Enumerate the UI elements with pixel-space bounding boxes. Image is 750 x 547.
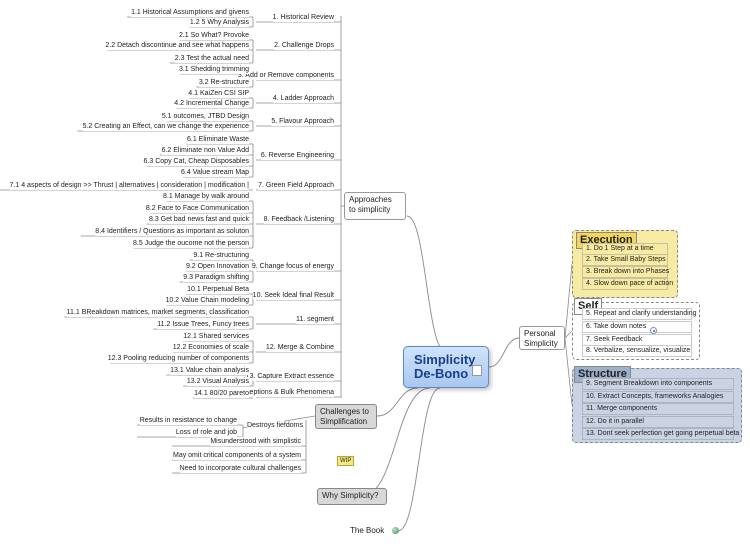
approaches-title-line1: Approaches <box>349 195 392 204</box>
group-item-execution-3[interactable]: 3. Break down into Phases <box>582 266 669 278</box>
approach-6-item-4[interactable]: 6.4 Value stream Map <box>181 168 249 177</box>
approaches-topic[interactable]: Approaches to simplicity <box>344 192 406 220</box>
approach-12-item-2[interactable]: 12.2 Economies of scale <box>172 343 249 352</box>
approach-branch-8[interactable]: 8. Feedback /Listening <box>263 215 334 224</box>
approach-9-item-3[interactable]: 9.3 Paradigm shifting <box>183 273 249 282</box>
approach-12-item-1[interactable]: 12.1 Shared services <box>183 332 249 341</box>
approach-branch-9[interactable]: 9. Change focus of energy <box>251 262 334 271</box>
center-to-personal <box>488 337 520 368</box>
approach-branch-11[interactable]: 11. segment <box>295 315 334 324</box>
destroys-item-2[interactable]: Loss of role and job <box>175 428 237 437</box>
approach-2-item-2[interactable]: 2.2 Detach discontinue and see what happ… <box>105 41 249 50</box>
approach-branch-1[interactable]: 1. Historical Review <box>272 13 334 22</box>
approach-11-item-1[interactable]: 11.1 BReakdown matrices, market segments… <box>66 308 249 317</box>
group-item-self-1[interactable]: 5. Repeat and clarify understanding <box>582 308 697 320</box>
approach-12-item-3[interactable]: 12.3 Pooling reducing number of componen… <box>107 354 249 363</box>
approach-14-item-1[interactable]: 14.1 80/20 pareto <box>194 389 249 398</box>
personal-title-line1: Personal <box>524 329 556 338</box>
the-book-label: The Book <box>350 526 385 535</box>
group-item-execution-4[interactable]: 4. Slow down pace of action <box>582 278 673 290</box>
why-simplicity-label: Why Simplicity? <box>322 491 379 500</box>
approach-branch-13[interactable]: 13. Capture Extract essence <box>245 372 334 381</box>
approach-5-item-1[interactable]: 5.1 outcomes, JTBD Design <box>161 112 249 121</box>
group-item-execution-2[interactable]: 2. Take Small Baby Steps <box>582 254 668 266</box>
center-to-approaches <box>406 215 447 353</box>
approach-branch-6[interactable]: 6. Reverse Engineering <box>260 151 334 160</box>
center-to-challenges <box>376 387 419 417</box>
center-to-book <box>397 387 441 532</box>
approach-branch-7[interactable]: 7. Green Field Approach <box>258 181 334 190</box>
personal-link-self <box>564 330 573 339</box>
link-icon[interactable] <box>392 527 399 534</box>
approach-1-item-2[interactable]: 1.2 5 Why Analysis <box>189 18 249 27</box>
approaches-title-line2: to simplicity <box>349 205 391 214</box>
approach-branch-14[interactable]: 14. Exceptions & Bulk Phenomena <box>226 388 334 397</box>
approach-10-item-2[interactable]: 10.2 Value Chain modeling <box>165 296 249 305</box>
group-item-structure-5[interactable]: 13. Dont seek perfection get going perpe… <box>582 428 739 440</box>
approach-8-item-1[interactable]: 8.1 Manage by walk around <box>163 192 249 201</box>
approach-2-item-1[interactable]: 2.1 So What? Provoke <box>178 31 249 40</box>
approach-8-item-4[interactable]: 8.4 Identifiers / Questions as important… <box>95 227 249 236</box>
approach-10-item-1[interactable]: 10.1 Perpetual Beta <box>187 285 249 294</box>
approach-8-item-3[interactable]: 8.3 Get bad news fast and quick <box>148 215 249 224</box>
approach-9-item-1[interactable]: 9.1 Re-structuring <box>193 251 249 260</box>
challenges-title-line2: Simplification <box>320 417 368 426</box>
approach-5-item-2[interactable]: 5.2 Creating an Effect, can we change th… <box>82 122 249 131</box>
approach-4-item-1[interactable]: 4.1 KaiZen CSI SIP <box>188 89 249 98</box>
wip-badge: WIP <box>337 456 355 466</box>
approach-6-item-2[interactable]: 6.2 Eliminate non Value Add <box>161 146 249 155</box>
central-topic-line1: Simplicity <box>414 352 476 367</box>
approach-6-item-1[interactable]: 6.1 Eliminate Waste <box>187 135 249 144</box>
challenges-title-line1: Challenges to <box>320 407 369 416</box>
group-item-self-2[interactable]: 6. Take down notes <box>582 321 692 333</box>
central-topic-line2: De-Bono <box>414 366 469 381</box>
approach-9-item-2[interactable]: 9.2 Open Innovation <box>185 262 249 271</box>
personal-link-execution <box>564 263 573 339</box>
challenge-item-2[interactable]: May omit critical components of a system <box>173 451 301 460</box>
group-item-structure-1[interactable]: 9. Segment Breakdown into components <box>582 378 734 390</box>
approach-branch-2[interactable]: 2. Challenge Drops <box>274 41 334 50</box>
group-item-structure-2[interactable]: 10. Extract Concepts, frameworks Analogi… <box>582 391 734 403</box>
why-simplicity-topic[interactable]: Why Simplicity? <box>317 488 387 505</box>
approach-3-item-2[interactable]: 3.2 Re-structure <box>198 78 249 87</box>
note-marker-icon[interactable] <box>650 327 657 334</box>
challenge-item-3[interactable]: Need to incorporate cultural challenges <box>179 464 301 473</box>
destroys-fiefdoms[interactable]: Destroys fiefdoms <box>246 421 303 430</box>
approach-8-item-2[interactable]: 8.2 Face to Face Communication <box>145 204 249 213</box>
group-item-self-4[interactable]: 8. Verbalize, sensualize, visualize <box>582 345 692 357</box>
group-item-structure-4[interactable]: 12. Do it in parallel <box>582 416 734 428</box>
personal-title-line2: Simplicity <box>524 339 558 348</box>
approach-6-item-3[interactable]: 6.3 Copy Cat, Cheap Disposables <box>143 157 249 166</box>
personal-link-structure <box>564 337 573 406</box>
approach-3-item-1[interactable]: 3.1 Shedding trimming <box>178 65 249 74</box>
approach-11-item-2[interactable]: 11.2 Issue Trees, Funcy trees <box>157 320 249 329</box>
approach-branch-3[interactable]: 3. Add or Remove components <box>237 71 334 80</box>
approach-branch-4[interactable]: 4. Ladder Approach <box>272 94 334 103</box>
approach-7-item-1[interactable]: 7.1 4 aspects of design >> Thrust | alte… <box>9 181 249 190</box>
note-icon[interactable] <box>472 365 482 376</box>
approach-branch-5[interactable]: 5. Flavour Approach <box>271 117 334 126</box>
personal-simplicity-topic[interactable]: Personal Simplicity <box>519 326 565 350</box>
challenges-topic[interactable]: Challenges to Simplification <box>315 404 377 429</box>
approach-2-item-3[interactable]: 2.3 Test the actual need <box>174 54 249 63</box>
the-book-topic[interactable]: The Book <box>350 526 385 536</box>
central-topic[interactable]: Simplicity De-Bono <box>403 346 489 388</box>
approach-branch-12[interactable]: 12. Merge & Combine <box>265 343 334 352</box>
approach-13-item-1[interactable]: 13.1 Value chain analysis <box>170 366 249 375</box>
approach-branch-10[interactable]: 10. Seek Ideal final Result <box>252 291 334 300</box>
approach-4-item-2[interactable]: 4.2 Incremental Change <box>174 99 249 108</box>
group-item-structure-3[interactable]: 11. Merge components <box>582 403 734 415</box>
approach-13-item-2[interactable]: 13.2 Visual Analysis <box>186 377 249 386</box>
approach-8-item-5[interactable]: 8.5 Judge the oucome not the person <box>133 239 249 248</box>
challenge-item-1[interactable]: Misunderstood with simplistic <box>210 437 301 446</box>
approach-1-item-1[interactable]: 1.1 Historical Assumptions and givens <box>131 8 249 17</box>
destroys-item-1[interactable]: Results in resistance to change <box>139 416 237 425</box>
